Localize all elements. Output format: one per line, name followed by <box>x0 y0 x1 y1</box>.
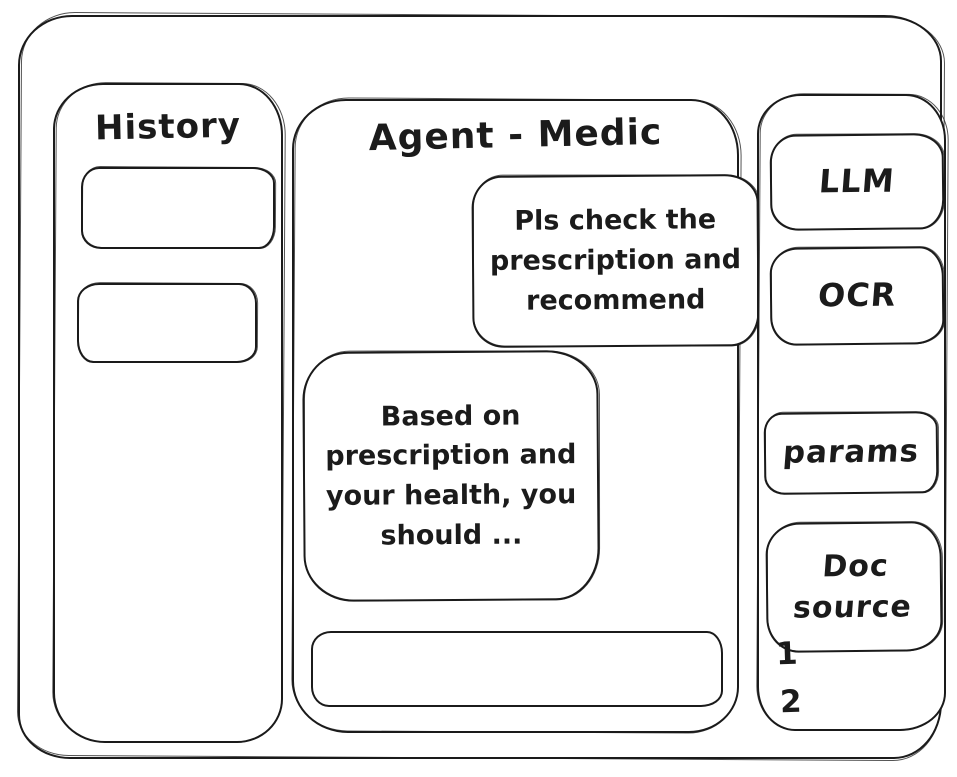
message-bubble-assistant: Based on prescription and your health, y… <box>302 349 600 603</box>
doc-source-item-2[interactable]: 2 <box>779 683 803 721</box>
message-text-assistant: Based on prescription and your health, y… <box>325 400 577 552</box>
doc-source-item-1[interactable]: 1 <box>775 635 799 673</box>
tools-panel: LLM OCR params Doc source 1 2 <box>757 94 946 731</box>
llm-button[interactable]: LLM <box>769 133 945 231</box>
ocr-button[interactable]: OCR <box>769 246 945 346</box>
app-window: History Agent - Medic Pls check the pres… <box>18 15 946 759</box>
chat-title: Agent - Medic <box>368 111 663 160</box>
chat-panel: Agent - Medic Pls check the prescription… <box>292 99 760 733</box>
params-button-label: params <box>781 433 921 471</box>
history-title: History <box>94 105 242 149</box>
llm-button-label: LLM <box>817 161 897 201</box>
params-button[interactable]: params <box>763 411 939 495</box>
doc-source-button[interactable]: Doc source <box>765 521 943 653</box>
ocr-button-label: OCR <box>816 275 898 315</box>
history-panel: History <box>53 83 283 743</box>
doc-source-button-label: Doc source <box>791 548 914 625</box>
message-bubble-user: Pls check the prescription and recommend <box>471 174 760 348</box>
history-item-1[interactable] <box>81 167 275 249</box>
message-text-user: Pls check the prescription and recommend <box>489 204 742 317</box>
chat-input[interactable] <box>311 631 723 707</box>
history-item-2[interactable] <box>77 283 257 363</box>
